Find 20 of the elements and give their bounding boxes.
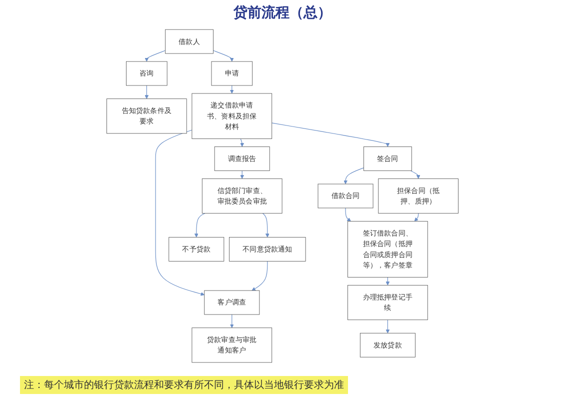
arrow: [345, 208, 351, 222]
arrow: [230, 314, 234, 328]
arrow: [144, 85, 149, 99]
arrow: [144, 50, 166, 62]
note: 注：每个城市的银行贷款流程和要求有所不同，具体以当地银行要求为准: [20, 376, 348, 394]
arrow: [386, 320, 390, 334]
arrow: [240, 138, 244, 147]
arrow: [414, 213, 419, 222]
arrow: [240, 170, 244, 179]
arrow: [252, 260, 268, 291]
arrow: [272, 122, 390, 147]
arrow: [410, 170, 420, 179]
arrow: [344, 168, 364, 184]
arrow: [262, 213, 270, 238]
arrow: [155, 130, 205, 296]
arrow: [212, 50, 234, 62]
arrow: [194, 213, 206, 238]
diagram-title: 贷前流程（总）: [232, 4, 332, 22]
arrow: [386, 276, 390, 286]
arrow: [230, 85, 234, 94]
